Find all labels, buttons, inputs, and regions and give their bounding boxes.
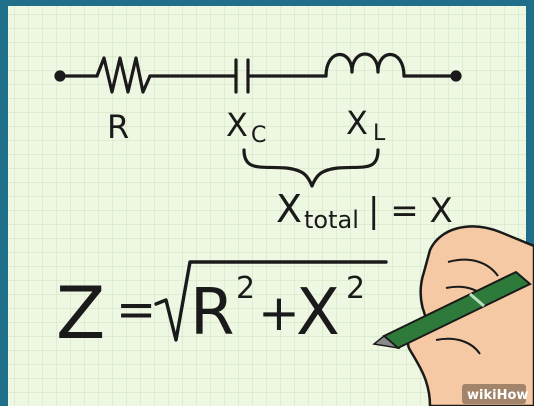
finger-line-1 bbox=[447, 258, 499, 277]
inductor-label-sub: L bbox=[373, 121, 386, 146]
inductor-label-main: X bbox=[346, 104, 368, 142]
impedance-x: X bbox=[296, 276, 340, 350]
impedance-r-squared: 2 bbox=[236, 271, 255, 306]
resistor-label: R bbox=[107, 108, 129, 146]
inductor-symbol bbox=[324, 52, 406, 78]
impedance-equals: = bbox=[116, 282, 156, 338]
reactance-brace bbox=[242, 148, 380, 188]
total-reactance-equation: | = X bbox=[368, 191, 453, 231]
total-reactance-label-main: X bbox=[276, 187, 302, 231]
sqrt-symbol bbox=[154, 260, 388, 342]
resistor-symbol bbox=[95, 56, 152, 94]
right-terminal-dot bbox=[450, 70, 462, 82]
pen-tip-icon bbox=[372, 335, 401, 350]
hand-icon bbox=[406, 225, 534, 408]
frame-right bbox=[526, 0, 534, 406]
capacitor-label-sub: C bbox=[251, 123, 266, 148]
frame-left bbox=[0, 0, 8, 406]
watermark-text: wikiHow bbox=[467, 388, 528, 403]
finger-line-3 bbox=[435, 337, 481, 355]
watermark-badge bbox=[462, 384, 526, 404]
impedance-plus: + bbox=[258, 284, 300, 342]
impedance-z: Z bbox=[56, 271, 105, 355]
total-reactance-label-sub: total bbox=[304, 206, 359, 234]
impedance-r: R bbox=[190, 276, 234, 350]
impedance-x-squared: 2 bbox=[346, 271, 365, 306]
frame-top bbox=[0, 0, 534, 6]
pen-highlight bbox=[469, 292, 485, 308]
capacitor-label-main: X bbox=[226, 106, 248, 144]
hand-with-pen bbox=[372, 225, 534, 408]
